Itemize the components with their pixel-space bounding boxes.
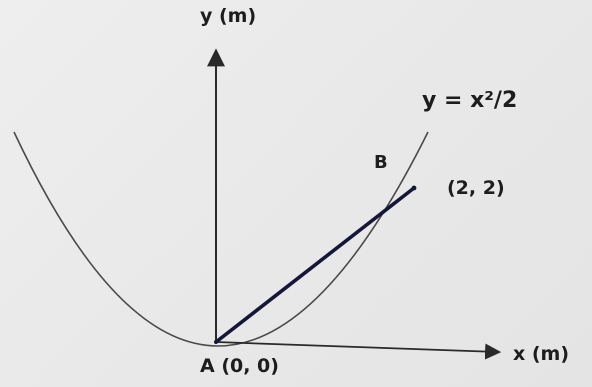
point-b-label: B xyxy=(374,152,388,173)
y-axis-label: y (m) xyxy=(200,5,257,27)
point-a-marker xyxy=(214,340,218,344)
segment-ab xyxy=(214,186,416,344)
point-b-marker xyxy=(411,185,417,191)
point-a-label: A (0, 0) xyxy=(200,355,279,377)
x-axis xyxy=(215,341,502,360)
parabola-curve xyxy=(13,131,429,347)
point-b-coordinates: (2, 2) xyxy=(447,177,505,199)
curve-equation-label: y = x²/2 xyxy=(422,88,518,113)
x-axis-label: x (m) xyxy=(513,343,570,365)
